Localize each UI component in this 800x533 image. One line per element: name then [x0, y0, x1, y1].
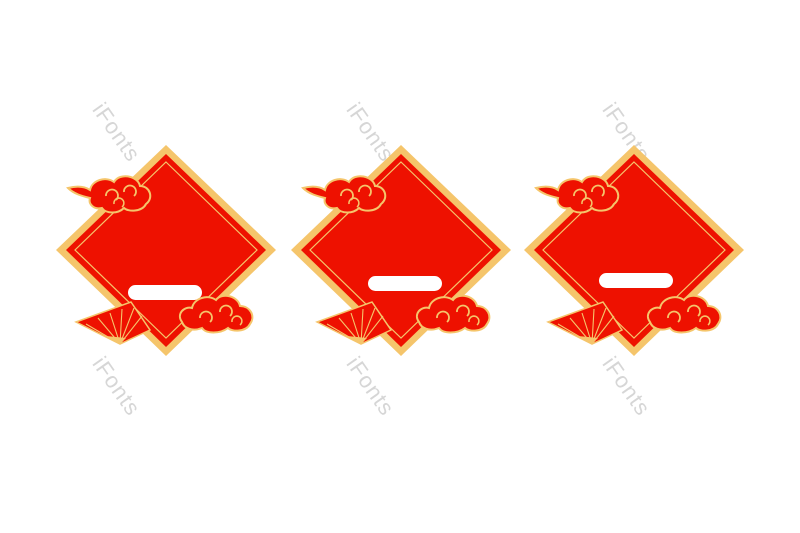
label-pill: [368, 276, 442, 291]
label-pill: [599, 273, 673, 288]
diamond-badge-graphic: [524, 145, 744, 356]
cloud-icon: [534, 175, 620, 214]
fan-icon: [315, 301, 393, 345]
diamond-badge-graphic: [56, 145, 276, 356]
cloud-icon: [301, 175, 387, 214]
cloud-icon: [66, 175, 152, 214]
cloud-icon: [646, 294, 722, 334]
diamond-badge-graphic: [291, 145, 511, 356]
label-pill: [128, 285, 202, 300]
fan-icon: [546, 301, 624, 345]
diamond-badge-3: [524, 130, 766, 370]
cloud-icon: [178, 294, 254, 334]
fan-icon: [74, 301, 152, 345]
cloud-icon: [415, 294, 491, 334]
diamond-badge-1: [56, 130, 298, 370]
diamond-badge-2: [291, 130, 533, 370]
